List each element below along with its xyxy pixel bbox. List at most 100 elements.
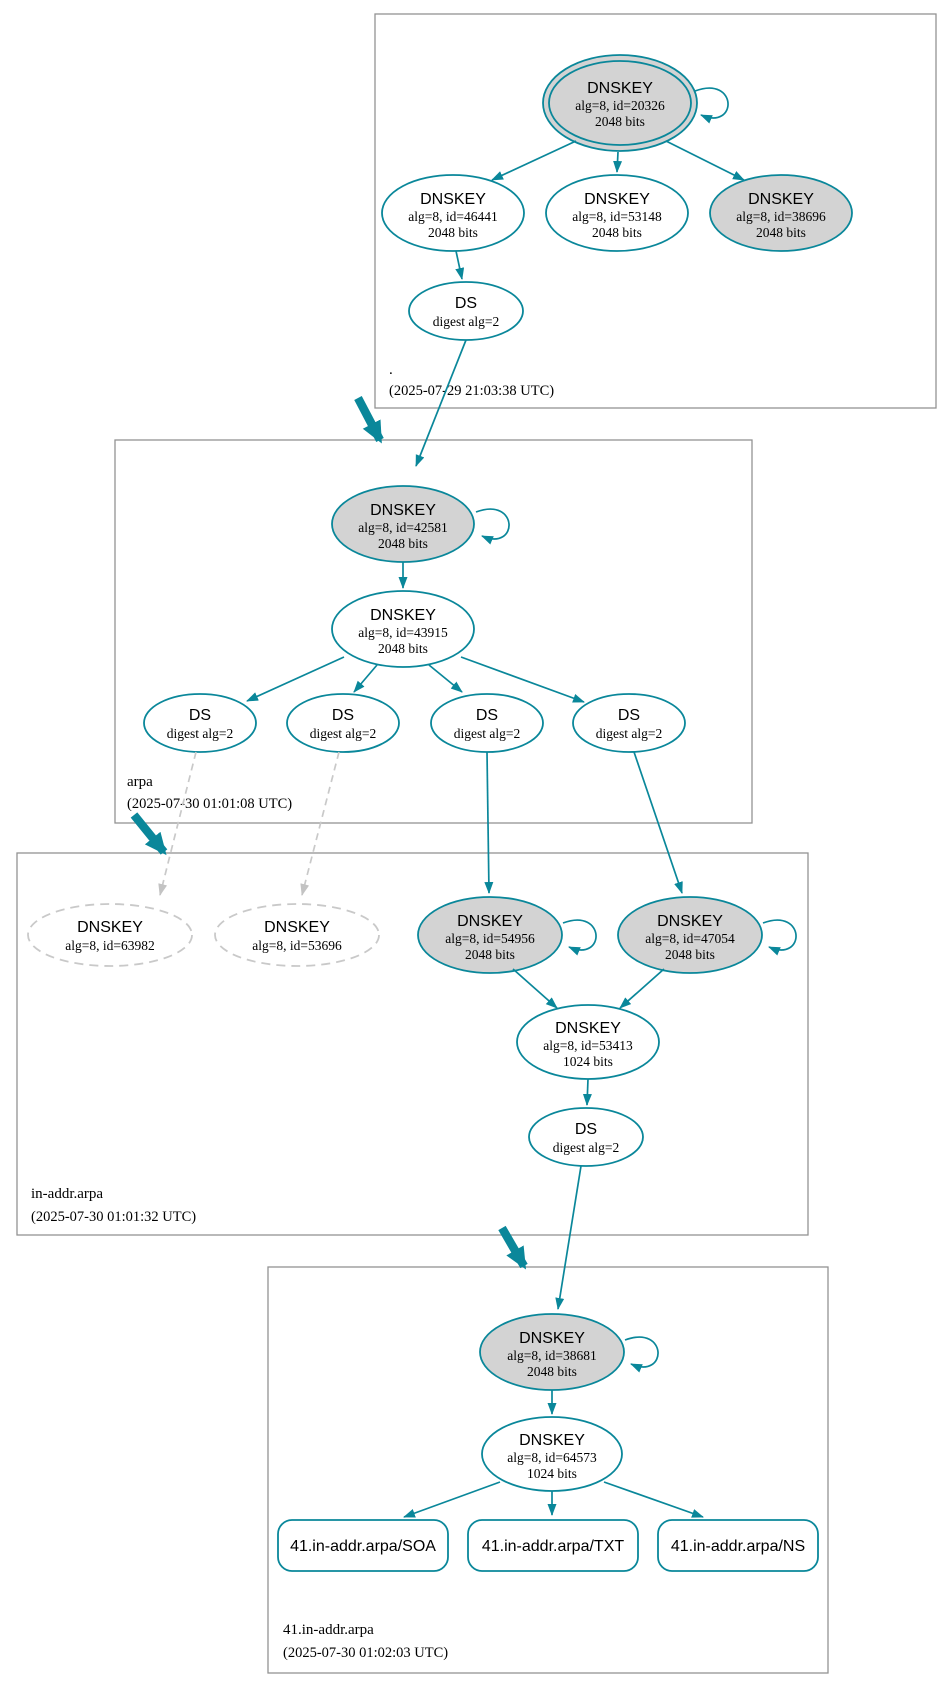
delegation-arrow-arpa-to-in-addr-arpa bbox=[130, 812, 168, 856]
node-title: DS bbox=[618, 707, 640, 724]
node-detail: alg=8, id=46441 bbox=[408, 209, 497, 224]
edge-dnskey46441-ds-root bbox=[455, 250, 465, 280]
zone-timestamp-arpa: (2025-07-30 01:01:08 UTC) bbox=[127, 796, 292, 812]
node-title: DNSKEY bbox=[420, 191, 486, 208]
node-detail: digest alg=2 bbox=[310, 726, 376, 741]
node-dnskey-43915[interactable]: DNSKEY alg=8, id=43915 2048 bits bbox=[331, 590, 475, 668]
node-rrset-ns[interactable]: 41.in-addr.arpa/NS bbox=[657, 1519, 819, 1572]
node-detail: digest alg=2 bbox=[596, 726, 662, 741]
node-detail: alg=8, id=63982 bbox=[65, 938, 154, 953]
node-dnskey-47054-ksk[interactable]: DNSKEY alg=8, id=47054 2048 bits bbox=[617, 896, 763, 974]
delegation-arrow-in-addr-arpa-to-41 bbox=[498, 1225, 528, 1270]
dnskey-ellipse[interactable] bbox=[617, 896, 763, 974]
node-dnskey-38696[interactable]: DNSKEY alg=8, id=38696 2048 bits bbox=[709, 174, 853, 252]
node-detail: alg=8, id=53696 bbox=[252, 938, 342, 953]
self-sign-loop-dnskey-42581 bbox=[475, 508, 510, 545]
ds-ellipse[interactable] bbox=[143, 693, 257, 753]
edge-dnskey64573-rrset-soa bbox=[403, 1481, 501, 1518]
node-ds-root[interactable]: DS digest alg=2 bbox=[408, 281, 524, 341]
zone-box-arpa bbox=[114, 439, 753, 824]
node-title: DNSKEY bbox=[264, 919, 330, 936]
node-dnskey-63982-insecure[interactable]: DNSKEY alg=8, id=63982 bbox=[27, 903, 193, 967]
dnskey-ellipse-inner bbox=[548, 60, 692, 146]
rrset-label: 41.in-addr.arpa/NS bbox=[671, 1538, 805, 1555]
node-bits: 2048 bits bbox=[595, 114, 645, 129]
node-rrset-txt[interactable]: 41.in-addr.arpa/TXT bbox=[467, 1519, 639, 1572]
zone-label-41-in-addr-arpa: 41.in-addr.arpa bbox=[283, 1622, 374, 1638]
edge-ds4-dnskey47054 bbox=[633, 751, 683, 894]
dnskey-ellipse[interactable] bbox=[417, 896, 563, 974]
node-title: DS bbox=[476, 707, 498, 724]
node-title: DNSKEY bbox=[370, 502, 436, 519]
dnskey-ellipse-dashed[interactable] bbox=[27, 903, 193, 967]
rrset-rect[interactable] bbox=[657, 1519, 819, 1572]
edge-dnskey47054-dnskey53413 bbox=[619, 968, 665, 1009]
node-dnskey-46441[interactable]: DNSKEY alg=8, id=46441 2048 bits bbox=[381, 174, 525, 252]
node-ds-arpa-1[interactable]: DS digest alg=2 bbox=[143, 693, 257, 753]
node-dnskey-38681-ksk[interactable]: DNSKEY alg=8, id=38681 2048 bits bbox=[479, 1313, 625, 1391]
edge-dnskey64573-rrset-ns bbox=[603, 1481, 704, 1518]
edge-ds-in-addr-dnskey38681 bbox=[555, 1165, 582, 1310]
rrset-label: 41.in-addr.arpa/TXT bbox=[482, 1538, 625, 1555]
node-title: DS bbox=[332, 707, 354, 724]
node-dnskey-20326-ksk[interactable]: DNSKEY alg=8, id=20326 2048 bits bbox=[542, 54, 698, 152]
node-title: DS bbox=[455, 295, 477, 312]
node-bits: 1024 bits bbox=[527, 1466, 577, 1481]
self-sign-loop-dnskey-54956 bbox=[562, 919, 597, 956]
zone-box-41-in-addr-arpa bbox=[267, 1266, 829, 1674]
zone-label-root: . bbox=[389, 362, 393, 378]
node-rrset-soa[interactable]: 41.in-addr.arpa/SOA bbox=[277, 1519, 449, 1572]
node-ds-arpa-2[interactable]: DS digest alg=2 bbox=[286, 693, 400, 753]
node-bits: 2048 bits bbox=[378, 536, 428, 551]
edge-dnskey43915-ds4 bbox=[460, 656, 585, 703]
node-ds-arpa-4[interactable]: DS digest alg=2 bbox=[572, 693, 686, 753]
ds-ellipse[interactable] bbox=[528, 1107, 644, 1167]
node-detail: alg=8, id=53413 bbox=[543, 1038, 633, 1053]
dnskey-ellipse-dashed[interactable] bbox=[214, 903, 380, 967]
zone-timestamp-in-addr-arpa: (2025-07-30 01:01:32 UTC) bbox=[31, 1209, 196, 1225]
dnskey-ellipse[interactable] bbox=[545, 174, 689, 252]
node-dnskey-64573[interactable]: DNSKEY alg=8, id=64573 1024 bits bbox=[481, 1416, 623, 1492]
node-detail: alg=8, id=64573 bbox=[507, 1450, 597, 1465]
node-dnskey-42581-ksk[interactable]: DNSKEY alg=8, id=42581 2048 bits bbox=[331, 485, 475, 563]
node-detail: digest alg=2 bbox=[433, 314, 499, 329]
node-title: DNSKEY bbox=[748, 191, 814, 208]
dnskey-ellipse[interactable] bbox=[381, 174, 525, 252]
rrset-rect[interactable] bbox=[467, 1519, 639, 1572]
self-sign-loop-dnskey-38681 bbox=[624, 1336, 659, 1373]
dnskey-ellipse[interactable] bbox=[709, 174, 853, 252]
node-bits: 2048 bits bbox=[428, 225, 478, 240]
dnskey-ellipse[interactable] bbox=[331, 590, 475, 668]
node-ds-arpa-3[interactable]: DS digest alg=2 bbox=[430, 693, 544, 753]
node-bits: 2048 bits bbox=[756, 225, 806, 240]
node-bits: 2048 bits bbox=[592, 225, 642, 240]
node-title: DNSKEY bbox=[77, 919, 143, 936]
node-ds-in-addr-arpa[interactable]: DS digest alg=2 bbox=[528, 1107, 644, 1167]
zone-box-root bbox=[374, 13, 937, 409]
node-title: DNSKEY bbox=[555, 1020, 621, 1037]
node-title: DNSKEY bbox=[519, 1432, 585, 1449]
node-dnskey-54956-ksk[interactable]: DNSKEY alg=8, id=54956 2048 bits bbox=[417, 896, 563, 974]
node-detail: digest alg=2 bbox=[454, 726, 520, 741]
node-dnskey-53413[interactable]: DNSKEY alg=8, id=53413 1024 bits bbox=[516, 1004, 660, 1080]
edge-ds3-dnskey54956 bbox=[484, 751, 494, 894]
node-detail: alg=8, id=42581 bbox=[358, 520, 447, 535]
zone-box-in-addr-arpa bbox=[16, 852, 809, 1236]
node-detail: digest alg=2 bbox=[553, 1140, 619, 1155]
rrset-rect[interactable] bbox=[277, 1519, 449, 1572]
node-bits: 2048 bits bbox=[378, 641, 428, 656]
node-detail: alg=8, id=53148 bbox=[572, 209, 662, 224]
node-title: DS bbox=[189, 707, 211, 724]
node-dnskey-53148[interactable]: DNSKEY alg=8, id=53148 2048 bits bbox=[545, 174, 689, 252]
edge-dnskey20326-dnskey38696 bbox=[665, 140, 745, 181]
ds-ellipse[interactable] bbox=[286, 693, 400, 753]
dnskey-ellipse-outer[interactable] bbox=[542, 54, 698, 152]
edge-dnskey43915-ds3 bbox=[428, 664, 463, 693]
ds-ellipse[interactable] bbox=[572, 693, 686, 753]
node-detail: alg=8, id=47054 bbox=[645, 931, 735, 946]
edge-ds-root-dnskey42581 bbox=[415, 339, 467, 467]
zone-label-in-addr-arpa: in-addr.arpa bbox=[31, 1186, 103, 1202]
node-dnskey-53696-insecure[interactable]: DNSKEY alg=8, id=53696 bbox=[214, 903, 380, 967]
